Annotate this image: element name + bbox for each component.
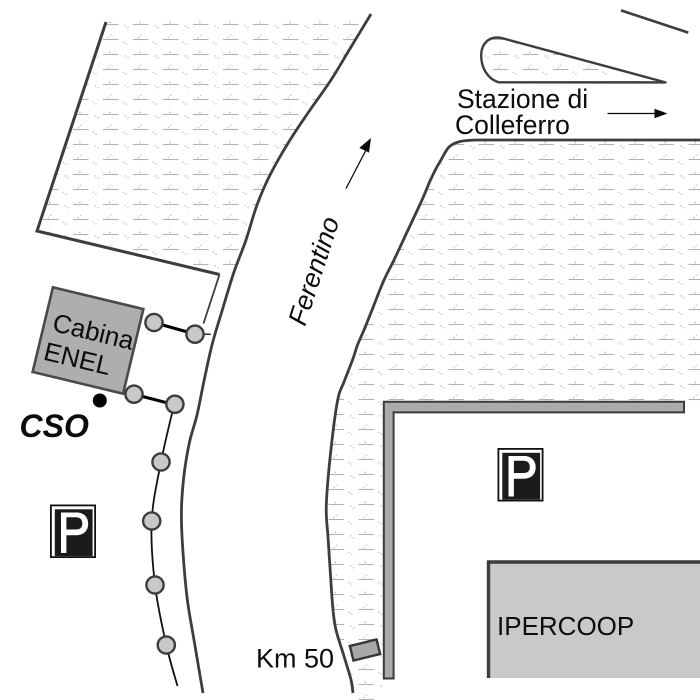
svg-text:IPERCOOP: IPERCOOP: [497, 611, 634, 641]
svg-text:Ferentino: Ferentino: [282, 213, 345, 329]
svg-text:Colleferro: Colleferro: [455, 110, 570, 140]
svg-text:CSO: CSO: [20, 408, 89, 444]
svg-text:Stazione di: Stazione di: [457, 84, 588, 114]
svg-text:Km 50: Km 50: [256, 644, 334, 674]
